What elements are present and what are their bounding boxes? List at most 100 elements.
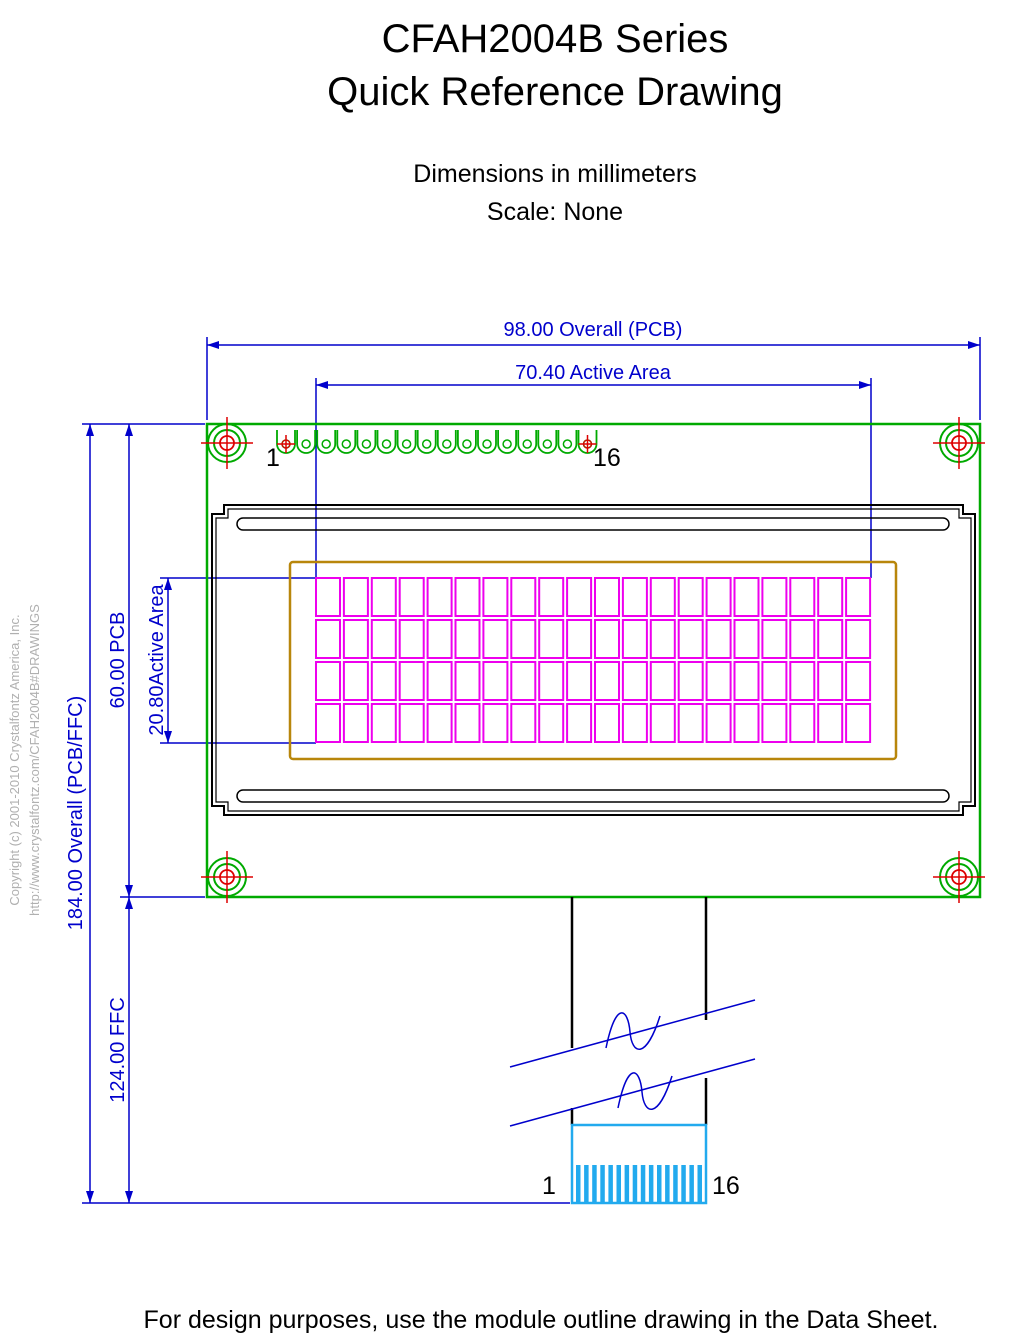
active-width-dimension <box>315 378 872 578</box>
copyright-line1: Copyright (c) 2001-2010 Crystalfontz Ame… <box>7 614 22 905</box>
character-cell <box>705 577 732 617</box>
character-cell <box>621 703 648 743</box>
character-cell <box>677 577 704 617</box>
ffc-contact <box>665 1165 670 1202</box>
header-pin <box>457 430 477 454</box>
mounting-hole <box>933 417 985 469</box>
ffc-contact <box>616 1165 621 1202</box>
header-pin <box>416 430 437 454</box>
character-cell <box>454 703 481 743</box>
character-cell <box>705 619 732 659</box>
character-cell <box>566 703 593 743</box>
character-cell <box>789 619 816 659</box>
mounting-hole <box>201 417 253 469</box>
ffc-contact <box>632 1165 638 1202</box>
character-cell <box>789 703 816 743</box>
character-cell <box>761 661 788 701</box>
character-cell <box>510 661 537 701</box>
character-cell <box>733 703 760 743</box>
header-pin <box>537 430 558 454</box>
character-cell <box>426 619 453 659</box>
character-cell <box>482 703 509 743</box>
character-cell <box>761 703 788 743</box>
character-cell <box>398 577 425 617</box>
ffc-contact <box>592 1165 597 1202</box>
character-cell <box>566 577 593 617</box>
ffc-contact <box>600 1165 605 1202</box>
character-cell <box>594 703 620 743</box>
drawing-title-line1: CFAH2004B Series <box>382 17 729 61</box>
ffc-contact <box>624 1165 630 1202</box>
character-cell <box>621 577 648 617</box>
character-cell <box>677 703 704 743</box>
ffc-pin-1-label: 1 <box>542 1172 556 1200</box>
character-cell <box>621 619 648 659</box>
character-cell <box>817 577 844 617</box>
overall-height-dimension <box>82 423 570 1204</box>
ffc-cable <box>570 897 708 1125</box>
ffc-contact <box>697 1165 702 1202</box>
ffc-length-dimension <box>125 897 133 1203</box>
header-pin <box>296 430 316 454</box>
character-cell <box>845 577 872 617</box>
character-cell <box>426 703 453 743</box>
ffc-contact <box>689 1165 694 1202</box>
character-cell-grid <box>315 577 872 743</box>
character-cell <box>454 661 481 701</box>
character-cell <box>538 619 565 659</box>
character-cell <box>817 703 844 743</box>
character-cell <box>705 703 732 743</box>
ffc-length-label: 124.00 FFC <box>107 997 129 1103</box>
header-pin <box>356 430 377 454</box>
ffc-contact <box>681 1165 686 1202</box>
character-cell <box>594 577 620 617</box>
character-cell <box>789 577 816 617</box>
character-cell <box>845 661 872 701</box>
copyright-line2: http://www.crystalfontz.com/CFAH2004B#DR… <box>27 604 42 916</box>
character-cell <box>538 703 565 743</box>
character-cell <box>649 703 676 743</box>
header-pin <box>316 430 337 454</box>
character-cell <box>649 661 676 701</box>
header-pin <box>497 430 517 454</box>
character-cell <box>426 661 453 701</box>
ffc-contact <box>673 1165 678 1202</box>
character-cell <box>370 703 397 743</box>
character-cell <box>538 577 565 617</box>
design-note: For design purposes, use the module outl… <box>144 1306 939 1334</box>
character-cell <box>510 619 537 659</box>
character-cell <box>398 661 425 701</box>
pcb-height-label: 60.00 PCB <box>107 612 129 709</box>
character-cell <box>370 661 397 701</box>
ffc-contacts <box>576 1165 702 1202</box>
character-cell <box>342 703 369 743</box>
character-cell <box>845 703 872 743</box>
pcb-outline <box>205 422 982 899</box>
character-cell <box>370 619 397 659</box>
header-pin <box>436 430 457 454</box>
viewing-area <box>288 560 898 761</box>
header-pin <box>276 430 296 454</box>
character-cell <box>566 619 593 659</box>
lcd-bezel <box>211 504 976 816</box>
overall-width-label: 98.00 Overall (PCB) <box>504 319 683 341</box>
character-cell <box>817 619 844 659</box>
character-cell <box>761 577 788 617</box>
cable-break-symbol <box>509 999 756 1127</box>
header-pin <box>396 430 417 454</box>
units-note: Dimensions in millimeters <box>413 160 696 188</box>
character-cell <box>454 577 481 617</box>
header-pin <box>557 430 578 454</box>
character-cell <box>733 619 760 659</box>
ffc-contact <box>640 1165 646 1202</box>
active-height-label: 20.80Active Area <box>146 584 168 736</box>
ffc-contact <box>584 1165 589 1202</box>
ffc-pin-16-label: 16 <box>712 1172 740 1200</box>
pin-1-label: 1 <box>266 444 280 472</box>
character-cell <box>482 661 509 701</box>
character-cell <box>315 661 341 701</box>
ffc-contact <box>608 1165 613 1202</box>
overall-height-label: 184.00 Overall (PCB/FFC) <box>65 696 87 931</box>
character-cell <box>705 661 732 701</box>
